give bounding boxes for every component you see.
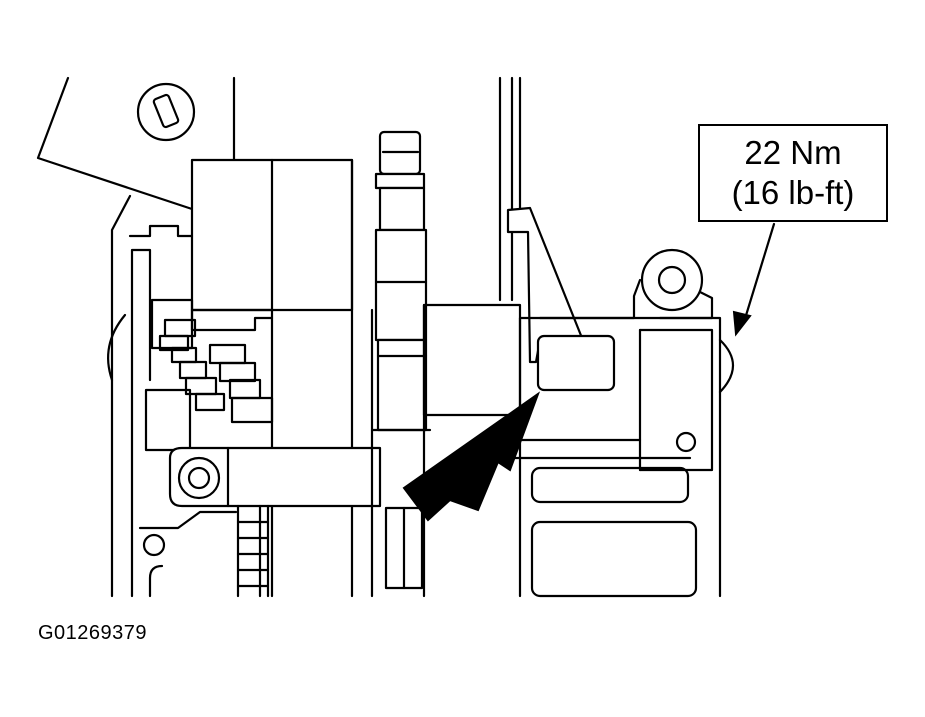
left-bolt-boss [168,446,382,508]
lever-arm [506,206,616,392]
left-stepped-bracket [107,224,274,598]
right-housing [508,316,734,598]
torque-callout-box: 22 Nm (16 lb-ft) [698,124,888,222]
pointer-arrow [402,391,541,522]
torque-imperial-value: (16 lb-ft) [731,174,855,211]
upper-left-plate [36,76,197,598]
torque-metric-value: 22 Nm [744,133,842,171]
callout-leader [732,222,776,337]
valve-stem [374,130,428,432]
ladder-strip [236,504,270,598]
mid-housing [370,303,522,598]
solenoid-block [190,158,354,598]
round-plug [136,82,196,142]
bottom-left-hole [138,510,238,598]
center-column-lines [232,76,522,302]
figure-id: G01269379 [38,622,148,644]
